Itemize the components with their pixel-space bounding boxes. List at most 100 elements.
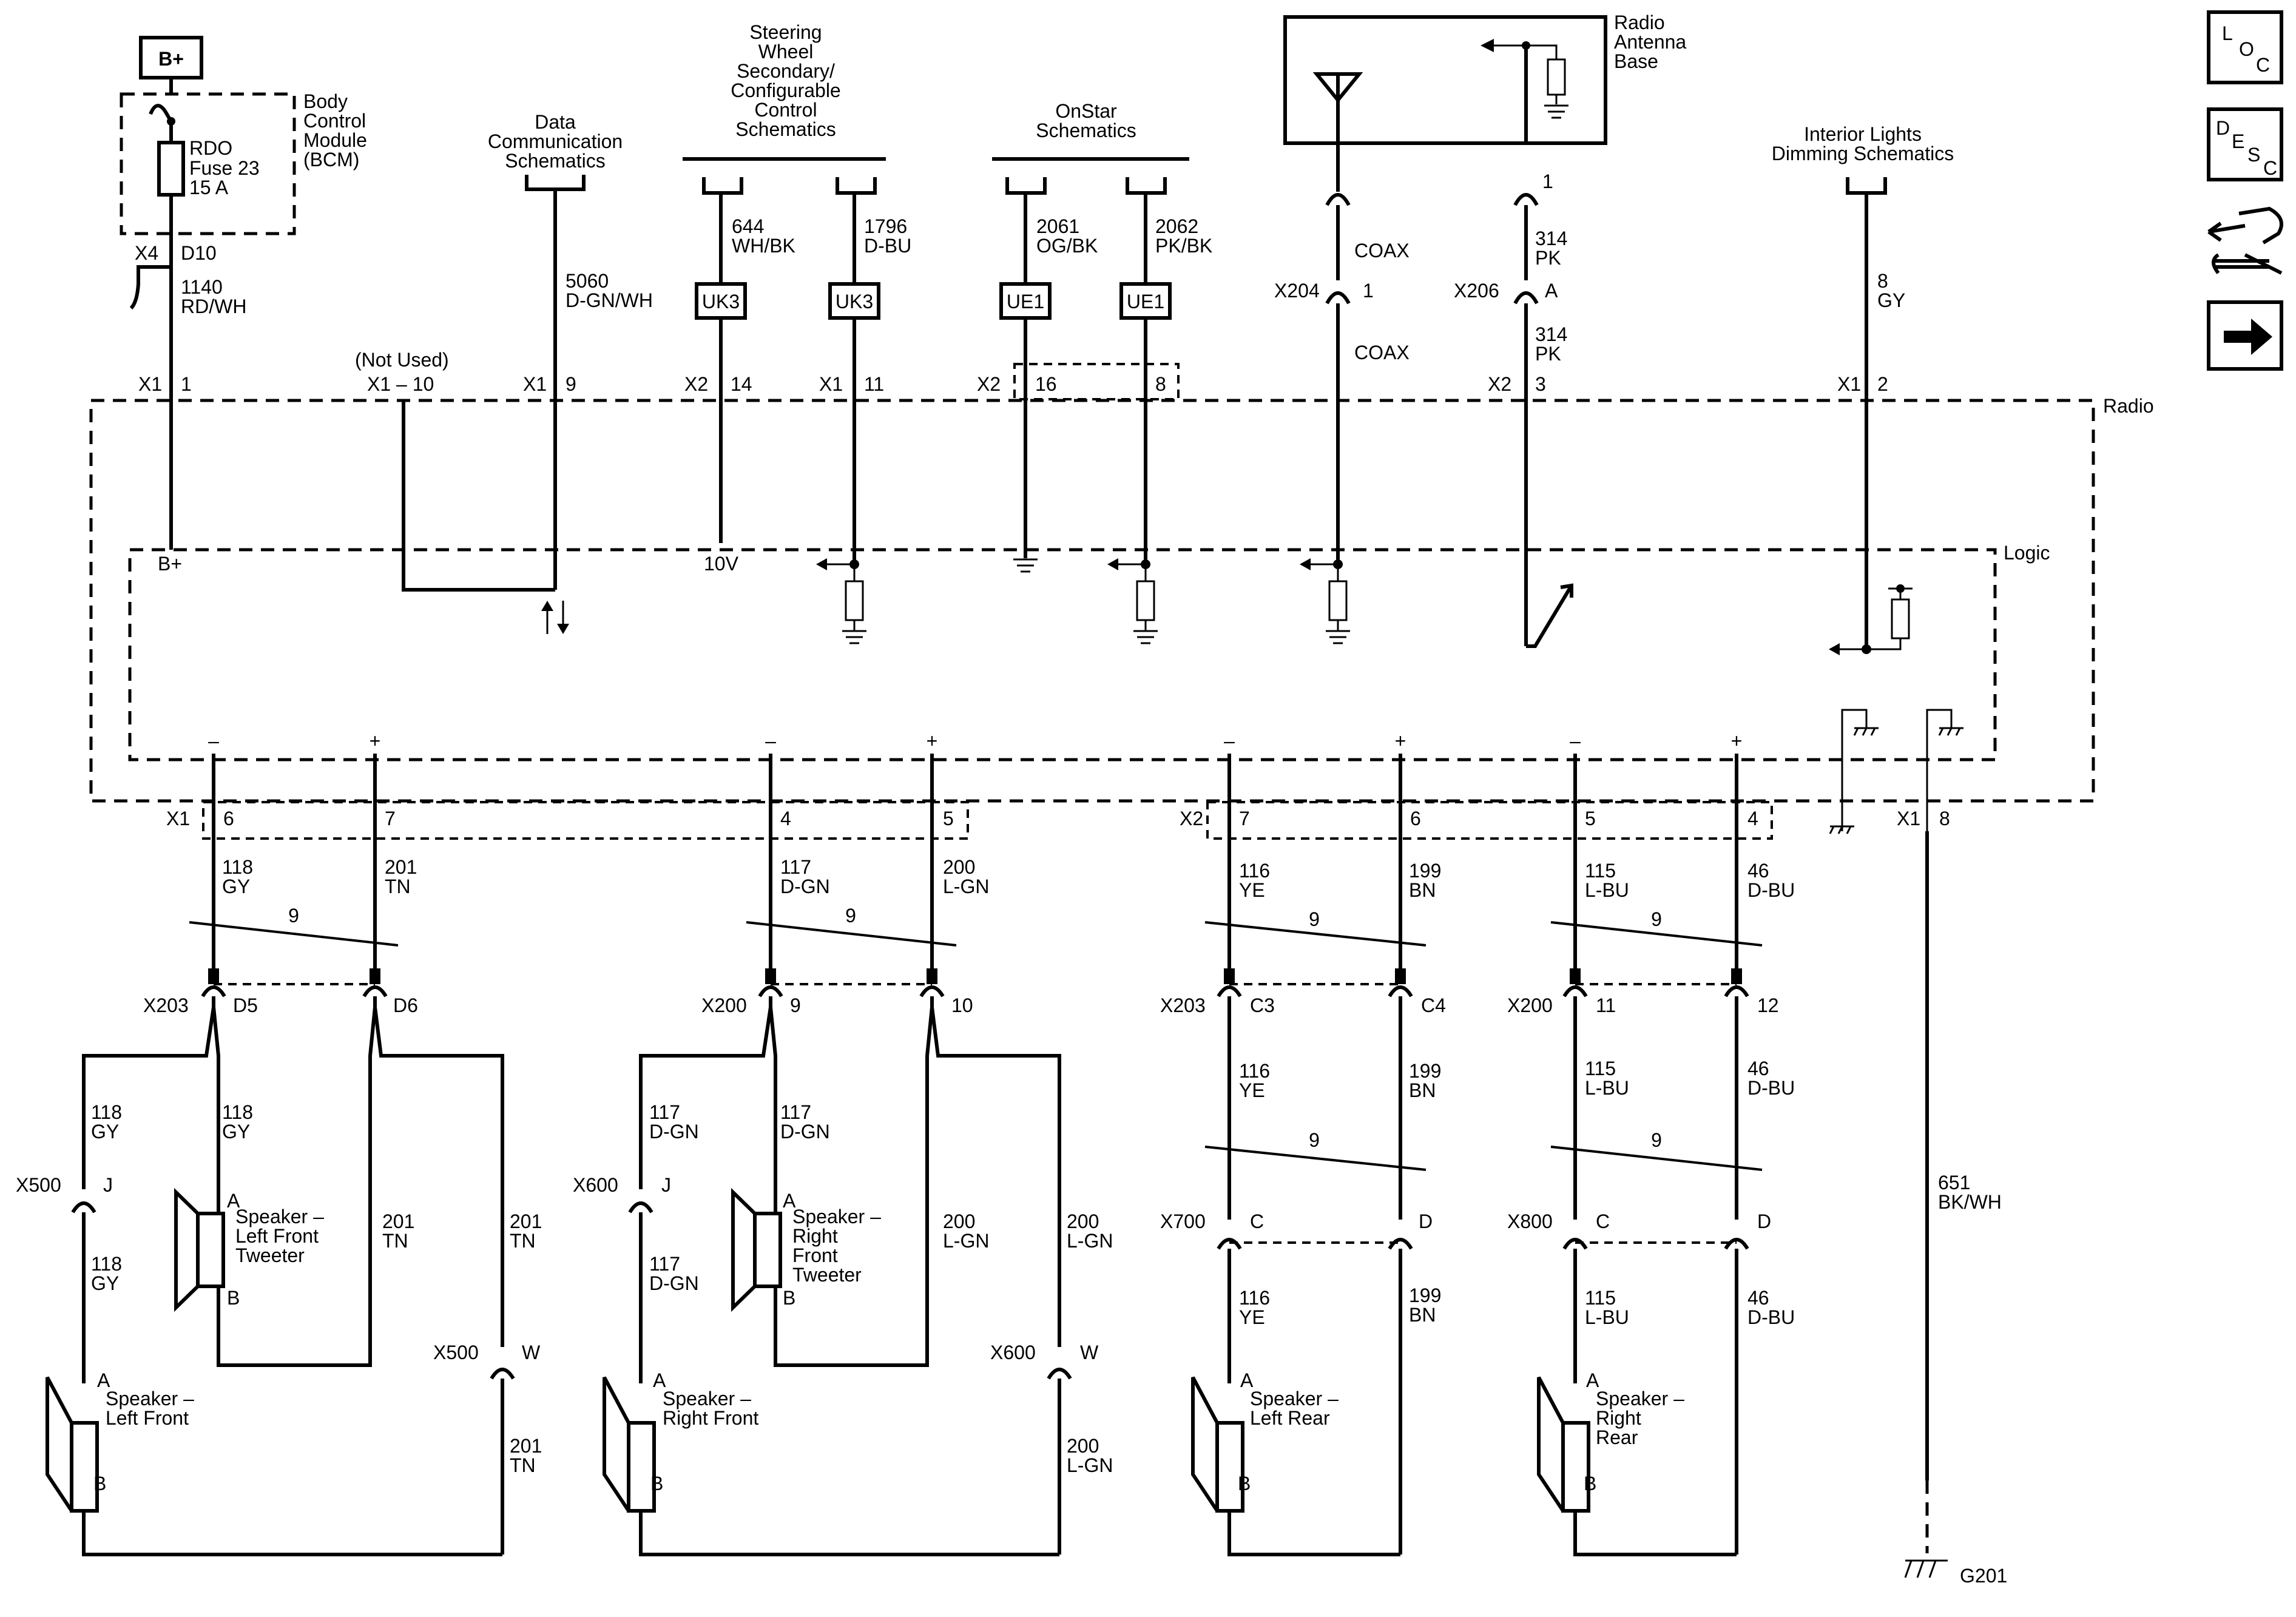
pin-7-label: 7: [385, 808, 396, 829]
x203-label-2: X203: [1160, 994, 1206, 1016]
x800-d-label: D: [1757, 1210, 1771, 1232]
pin-8-label: 8: [1155, 373, 1166, 395]
w46-num-1: 46: [1747, 860, 1769, 882]
ground-icon: [1133, 630, 1158, 644]
twist-marker: [1204, 921, 1427, 947]
x200-label-2: X200: [1507, 994, 1553, 1016]
x206-top-connector: [1513, 193, 1539, 206]
ground-icon: [842, 630, 866, 644]
x200-12-connector: [1724, 985, 1749, 998]
rf-tweeter-speaker-icon: [731, 1187, 782, 1312]
uk3-label-1: UK3: [702, 291, 740, 312]
loc-letter-c: C: [2256, 54, 2270, 76]
lf-tweeter-2: Left Front: [235, 1225, 319, 1247]
onstar-section: OnStar Schematics 2061 OG/BK 2062 PK/BK …: [977, 100, 1212, 644]
location-button[interactable]: L O C: [2207, 10, 2283, 84]
wire-644-color: WH/BK: [732, 235, 795, 257]
next-arrow-button[interactable]: [2207, 300, 2283, 371]
wire-314-num-2: 314: [1535, 323, 1567, 345]
diagnostic-wrench-icon[interactable]: [2207, 206, 2283, 275]
x500-label-1: X500: [16, 1174, 61, 1196]
pin-14-label: 14: [731, 373, 752, 395]
w201-num-3: 201: [510, 1210, 542, 1232]
bcm-label-2: Control: [303, 110, 366, 132]
w200-col-1: L-GN: [943, 876, 989, 897]
x700-c-connector: [1217, 1238, 1242, 1250]
data-comm-2: Communication: [488, 130, 623, 152]
x206-label: X206: [1454, 280, 1499, 302]
w117-col-2: D-GN: [649, 1121, 699, 1143]
logic-bplus: B+: [158, 553, 182, 575]
steer-conn-1: [702, 177, 743, 195]
x500-w-label: W: [522, 1342, 541, 1363]
rf-a: A: [653, 1369, 666, 1391]
w115-col-1: L-BU: [1585, 879, 1629, 901]
steer-6: Schematics: [735, 118, 836, 140]
x204-label: X204: [1274, 280, 1320, 302]
bcm-label-4: (BCM): [303, 149, 359, 170]
pin-3-label: 3: [1535, 373, 1546, 395]
x200-9-connector: [758, 985, 783, 998]
wire-8-color: GY: [1877, 289, 1905, 311]
w117-num-3: 117: [780, 1101, 811, 1123]
twist-label: 9: [288, 905, 299, 927]
coax-label-2: COAX: [1354, 342, 1410, 363]
right-rear-group: 115 L-BU 46 D-BU 9 X200 11 12 115 L-BU 4…: [1507, 754, 1795, 1556]
w115-col-2: L-BU: [1585, 1077, 1629, 1099]
bcm-label-3: Module: [303, 129, 367, 151]
w117-num-2: 117: [649, 1101, 680, 1123]
d6-label: D6: [393, 994, 418, 1016]
wire-8-num: 8: [1877, 270, 1888, 292]
antenna-section: Radio Antenna Base COAX X204 1 COAX 1 31…: [1274, 12, 1686, 648]
w46-num-3: 46: [1747, 1287, 1769, 1309]
description-button[interactable]: D E S C: [2207, 107, 2283, 181]
pullup-resistor-1796: [816, 558, 866, 644]
x206-pin-label: A: [1545, 280, 1558, 302]
wire-1140-color: RD/WH: [181, 295, 246, 317]
lf-speaker-icon: [46, 1376, 99, 1513]
w118-num-2: 118: [91, 1101, 122, 1123]
x1-10-label: X1 – 10: [367, 373, 434, 395]
lf-tweeter-1: Speaker –: [235, 1206, 324, 1227]
w200-col-3: L-GN: [1067, 1230, 1113, 1252]
x203-c4-connector: [1388, 985, 1413, 998]
wire-5060-color: D-GN/WH: [566, 289, 653, 311]
pin-11-label: 11: [864, 373, 884, 395]
w115-num-3: 115: [1585, 1287, 1616, 1309]
onstar-2: Schematics: [1036, 120, 1136, 141]
wire-not-used: [402, 400, 555, 592]
w46-col-2: D-BU: [1747, 1077, 1795, 1099]
x700-c-label: C: [1250, 1210, 1264, 1232]
steer-1: Steering: [749, 21, 822, 43]
w200-num-3: 200: [1067, 1210, 1099, 1232]
w118-col-4: GY: [91, 1272, 119, 1294]
pin-5-label: 5: [943, 808, 954, 829]
lf-tweeter-speaker-icon: [174, 1187, 225, 1312]
bplus-label: B+: [158, 48, 184, 70]
ground-g201-icon: [1904, 1559, 1948, 1578]
w116-num-2: 116: [1239, 1060, 1270, 1082]
p12-label: 12: [1757, 994, 1779, 1016]
x500-label-2: X500: [433, 1342, 479, 1363]
x600-j-connector: [628, 1201, 653, 1214]
logic-label: Logic: [2004, 542, 2050, 564]
right-front-group: 117 D-GN 200 L-GN 9 X200 9 10 117 D-GN 1…: [573, 754, 1113, 1556]
w118-col-1: GY: [222, 876, 250, 897]
w117-num-1: 117: [780, 856, 811, 878]
fuse-icon: [157, 141, 185, 197]
w199-num-3: 199: [1409, 1284, 1441, 1306]
w201-num-1: 201: [385, 856, 417, 878]
lf-tw-b: B: [227, 1287, 240, 1309]
twist-label: 9: [1309, 1129, 1320, 1151]
w651-col: BK/WH: [1938, 1191, 2002, 1213]
steer-3: Secondary/: [737, 60, 835, 82]
wire-1140-num: 1140: [181, 276, 223, 298]
x600-w-connector: [1047, 1368, 1072, 1380]
rr-plus: +: [1731, 730, 1743, 752]
lf-2: Left Front: [106, 1407, 189, 1429]
data-comm-3: Schematics: [505, 150, 605, 172]
wire-1796-num: 1796: [864, 215, 907, 237]
radio-label: Radio: [2103, 395, 2154, 417]
x204-connector: [1325, 291, 1351, 305]
